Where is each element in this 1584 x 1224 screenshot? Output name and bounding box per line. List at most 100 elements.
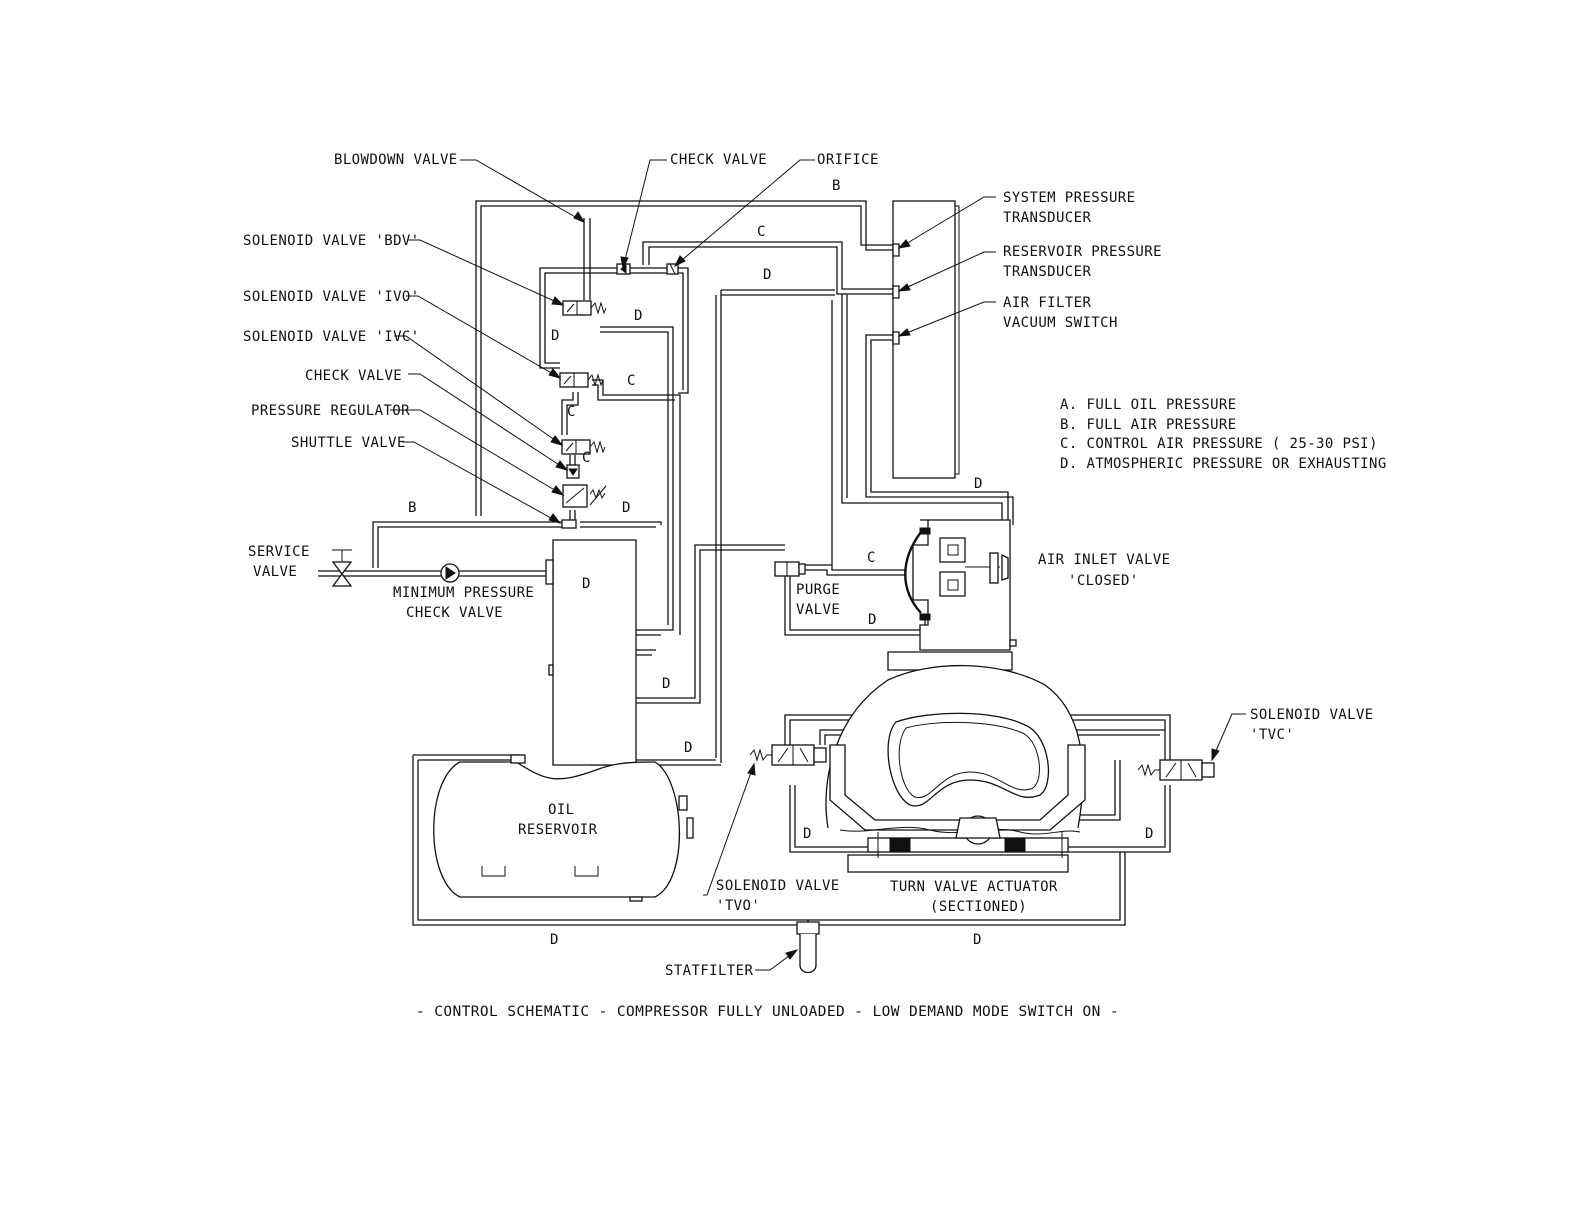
label-purge-1: PURGE [796,582,840,598]
label-solenoid-tvc-2: 'TVC' [1250,727,1294,743]
label-solenoid-tvo-2: 'TVO' [716,898,760,914]
callout-labels: BLOWDOWN VALVE CHECK VALVE ORIFICE SOLEN… [243,152,1374,979]
label-reservoir-pressure-1: RESERVOIR PRESSURE [1003,244,1162,260]
purge-valve-icon [774,561,806,577]
label-solenoid-tvo-1: SOLENOID VALVE [716,878,840,894]
solenoid-ivc-icon [561,439,606,455]
label-air-filter-2: VACUUM SWITCH [1003,315,1118,331]
line-code: D [582,576,591,592]
solenoid-bdv-icon [562,300,607,316]
pipe-d-tvo [789,785,880,853]
minimum-pressure-check-valve-icon [440,563,460,583]
solenoid-tvo-icon [749,744,827,766]
pipe-d-tvc [1060,785,1171,853]
label-check-valve-left: CHECK VALVE [305,368,402,384]
pipe-c-purge [800,300,905,571]
label-purge-2: VALVE [796,602,840,618]
line-code: C [627,373,636,389]
label-pressure-regulator: PRESSURE REGULATOR [251,403,410,419]
leader-lines [390,159,1246,971]
label-orifice: ORIFICE [817,152,879,168]
line-code: D [868,612,877,628]
label-solenoid-bdv: SOLENOID VALVE 'BDV' [243,233,420,249]
line-code: C [567,404,576,420]
reservoir-pressure-sensor-icon [892,285,900,299]
air-inlet-valve [904,519,1017,651]
pressure-regulator-icon [562,484,607,508]
legend-item: A. FULL OIL PRESSURE [1060,397,1237,413]
pipe-b-service [372,521,562,568]
pipe-b-top-inner [480,205,893,516]
line-code: C [867,550,876,566]
label-oil-reservoir-2: RESERVOIR [518,822,598,838]
solenoid-tvc-icon [1137,759,1215,781]
pipe-b-top [475,200,893,516]
label-min-pressure-1: MINIMUM PRESSURE [393,585,534,601]
shuttle-valve-icon [561,519,577,529]
separator-tank [545,539,637,766]
label-oil-reservoir-1: OIL [548,802,575,818]
line-code: D [662,676,671,692]
label-air-filter-1: AIR FILTER [1003,295,1091,311]
label-reservoir-pressure-2: TRANSDUCER [1003,264,1091,280]
service-valve-icon[interactable] [331,549,353,587]
line-code: B [832,178,841,194]
pipe-c-top [642,241,893,290]
check-valve-left-arrow [568,468,578,476]
line-code: D [550,932,559,948]
pressure-legend: A. FULL OIL PRESSURE B. FULL AIR PRESSUR… [1060,397,1387,472]
label-min-pressure-2: CHECK VALVE [406,605,503,621]
legend-item: D. ATMOSPHERIC PRESSURE OR EXHAUSTING [1060,456,1387,472]
transducer-panel [892,200,956,479]
pipe-upper-manifold [539,267,689,394]
legend-item: C. CONTROL AIR PRESSURE ( 25-30 PSI) [1060,436,1378,452]
label-check-valve-top: CHECK VALVE [670,152,767,168]
pipe-d-shuttle [580,521,662,528]
label-blowdown-valve: BLOWDOWN VALVE [334,152,458,168]
legend-item: B. FULL AIR PRESSURE [1060,417,1237,433]
orifice-mark [669,263,676,275]
line-code: D [763,267,772,283]
pipe-d-top [715,289,835,763]
label-air-inlet-1: AIR INLET VALVE [1038,552,1170,568]
line-code: D [973,932,982,948]
label-solenoid-ivc: SOLENOID VALVE 'IVC' [243,329,420,345]
line-code: D [803,826,812,842]
line-code: C [757,224,766,240]
turn-valve-actuator-icon [867,815,1069,858]
line-code: D [684,740,693,756]
pipe-blowdown [583,218,591,300]
pipe-c-purge-2 [800,569,905,576]
pipe-d-bottom [412,755,1126,926]
label-solenoid-ivo: SOLENOID VALVE 'IVO' [243,289,420,305]
compressor-body [825,651,1086,873]
oil-reservoir [433,754,694,902]
label-service-valve-2: VALVE [253,564,297,580]
label-air-inlet-2: 'CLOSED' [1068,573,1139,589]
transducer-panel-edge [955,205,960,475]
label-turn-valve-1: TURN VALVE ACTUATOR [890,879,1058,895]
line-code: D [974,476,983,492]
line-code: D [622,500,631,516]
pipe-service-line [318,570,548,577]
pipe-upper-manifold-inner [544,272,684,390]
label-shuttle-valve: SHUTTLE VALVE [291,435,406,451]
line-code: D [634,308,643,324]
diagram-caption: - CONTROL SCHEMATIC - COMPRESSOR FULLY U… [416,1004,1119,1020]
label-solenoid-tvc-1: SOLENOID VALVE [1250,707,1374,723]
line-code: C [582,450,591,466]
pipe-c-top-inner [648,246,893,295]
vacuum-switch-sensor-icon [892,331,900,345]
label-statfilter: STATFILTER [665,963,753,979]
label-turn-valve-2: (SECTIONED) [930,899,1027,915]
system-pressure-sensor-icon [892,243,900,257]
label-service-valve-1: SERVICE [248,544,310,560]
label-system-pressure-1: SYSTEM PRESSURE [1003,190,1135,206]
pipe-c-left [561,392,579,435]
statfilter-icon [796,921,820,974]
line-code: D [551,328,560,344]
line-code: D [1145,826,1154,842]
label-system-pressure-2: TRANSDUCER [1003,210,1091,226]
line-code: B [408,500,417,516]
